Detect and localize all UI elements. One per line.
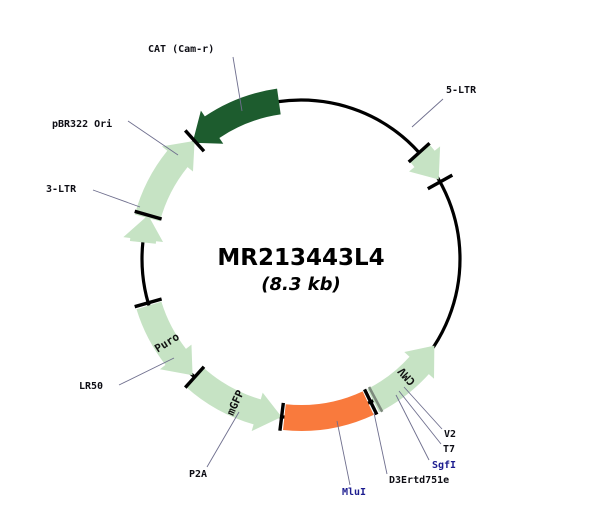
leader-line-t7 — [398, 390, 442, 445]
feature-arrow-cat-cam-r[interactable] — [192, 88, 281, 144]
leader-line-cat-cam-r — [232, 56, 243, 112]
feature-arrows-group — [123, 88, 441, 432]
feature-arrow-5-ltr[interactable] — [409, 143, 441, 180]
annotation-label-lr50[interactable]: LR50 — [79, 381, 103, 392]
feature-callout-label-cat-cam-r[interactable]: CAT (Cam-r) — [148, 44, 214, 55]
plasmid-size-label: (8.3 kb) — [261, 274, 340, 295]
annotation-label-v2[interactable]: V2 — [444, 429, 456, 440]
feature-arrow-3-ltr[interactable] — [123, 215, 164, 244]
page-title: MR213443L4 — [217, 245, 384, 271]
leader-line-3-ltr — [92, 189, 141, 208]
feature-arrow-orange-orf[interactable] — [283, 391, 374, 431]
leader-line-v2 — [403, 386, 443, 430]
restriction-site-label-sgfi[interactable]: SgfI — [432, 460, 456, 471]
tick-mark-tick-sgfi — [363, 388, 379, 416]
tick-mark-tick-cmv-edge — [367, 386, 384, 413]
feature-arrow-mgfp[interactable] — [185, 367, 282, 432]
annotation-label-d3ertd751e[interactable]: D3Ertd751e — [389, 475, 449, 486]
feature-arrow-pbr322-ori[interactable] — [134, 140, 195, 222]
tick-mark-tick-ori-3ltr — [134, 209, 163, 221]
tick-mark-tick-lr50 — [134, 297, 163, 309]
annotation-label-p2a[interactable]: P2A — [189, 469, 207, 480]
restriction-ticks-group — [134, 129, 454, 431]
leader-lines-group — [92, 56, 444, 486]
feature-callout-label-5-ltr[interactable]: 5-LTR — [446, 85, 477, 96]
tick-mark-tick-mlui — [278, 402, 286, 431]
feature-callout-label-pbr322-ori[interactable]: pBR322 Ori — [52, 118, 112, 130]
feature-callout-label-3-ltr[interactable]: 3-LTR — [46, 184, 77, 195]
leader-line-mlui — [336, 420, 351, 486]
tick-mark-tick-5ltr-a — [407, 141, 431, 164]
leader-line-d3ertd751e — [373, 412, 388, 475]
leader-line-p2a — [206, 411, 240, 468]
tick-mark-tick-p2a — [183, 365, 206, 389]
annotation-label-t7[interactable]: T7 — [443, 444, 455, 455]
tick-mark-tick-cat-ori — [183, 129, 206, 153]
leader-line-lr50 — [118, 357, 175, 386]
leader-line-5-ltr — [411, 98, 444, 128]
restriction-site-label-mlui[interactable]: MluI — [342, 487, 366, 498]
feature-arrow-cmv[interactable] — [367, 345, 435, 413]
leader-line-sgfi — [395, 394, 430, 461]
feature-arrow-puro[interactable] — [136, 301, 193, 376]
leader-line-pbr322-ori — [127, 120, 179, 156]
tick-mark-tick-5ltr-b — [426, 173, 454, 191]
